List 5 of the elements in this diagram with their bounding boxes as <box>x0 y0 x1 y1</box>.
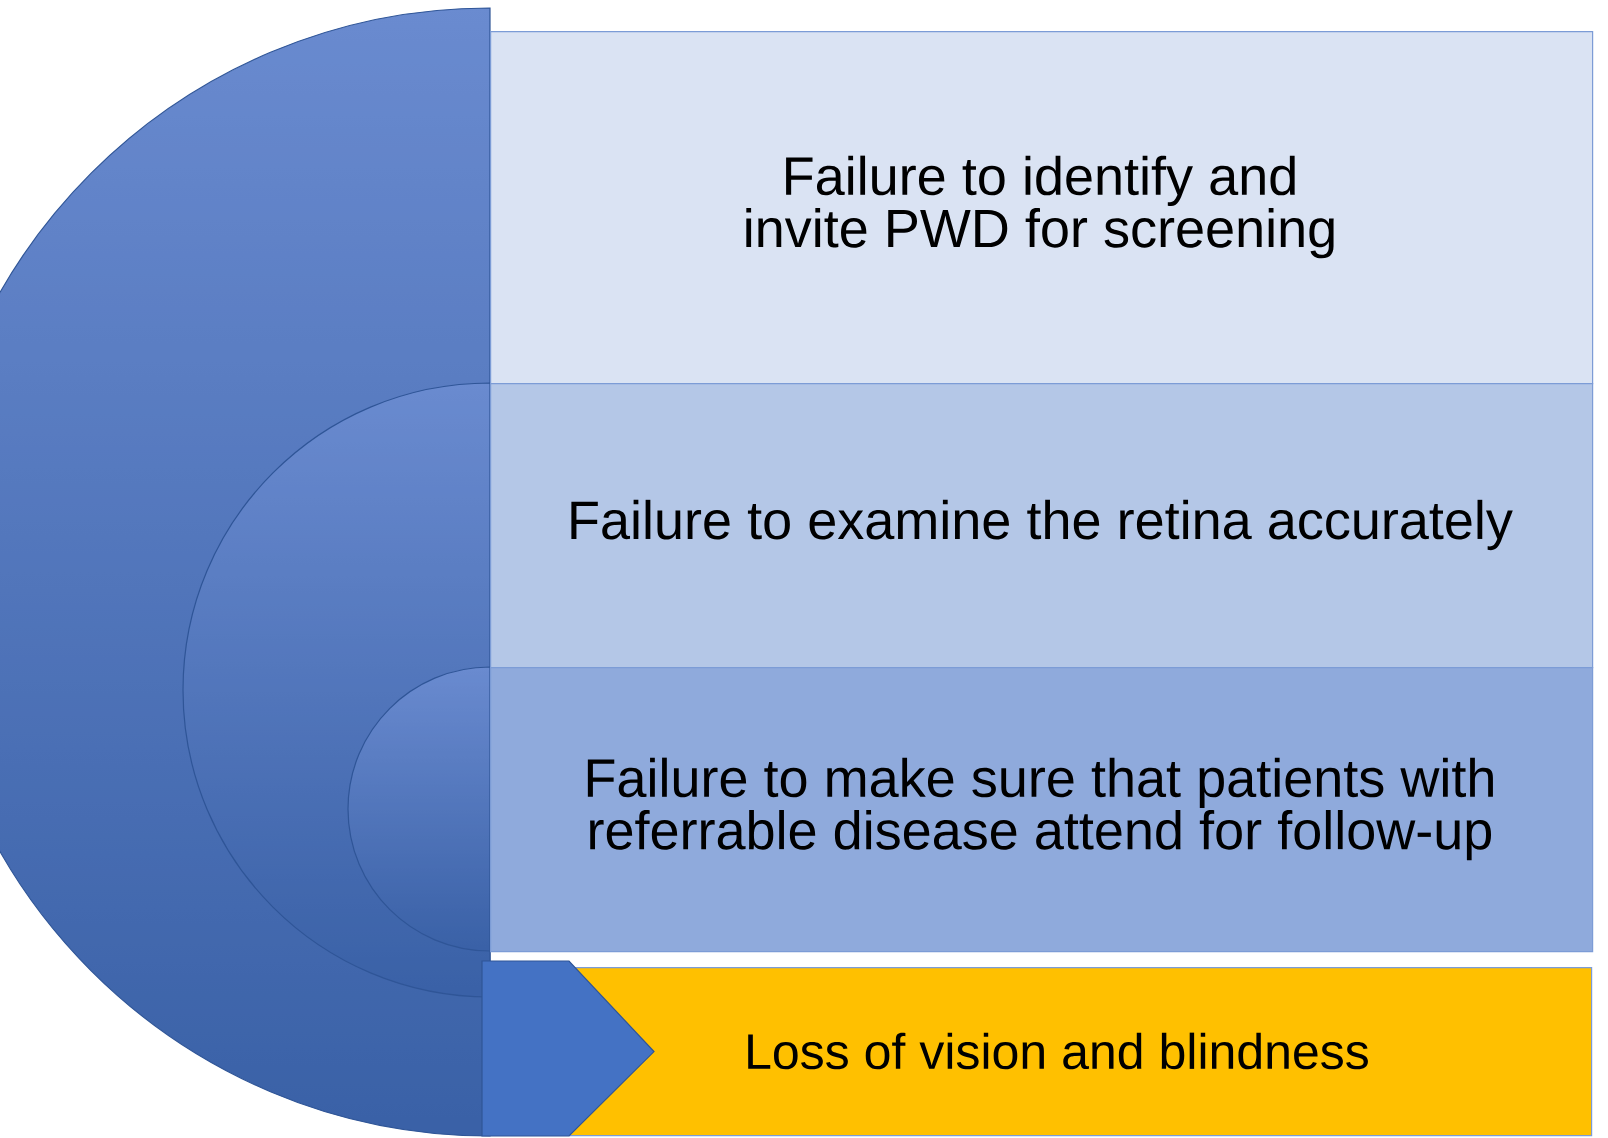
text-band: Failure to examine the retina accurately <box>490 383 1594 669</box>
chevron-arrow <box>481 960 655 1137</box>
text-band: Failure to make sure that patients with referrable disease attend for follow-up <box>490 667 1594 953</box>
result-band: Loss of vision and blindness <box>569 967 1593 1137</box>
text-band: Failure to identify and invite PWD for screening <box>490 31 1594 385</box>
